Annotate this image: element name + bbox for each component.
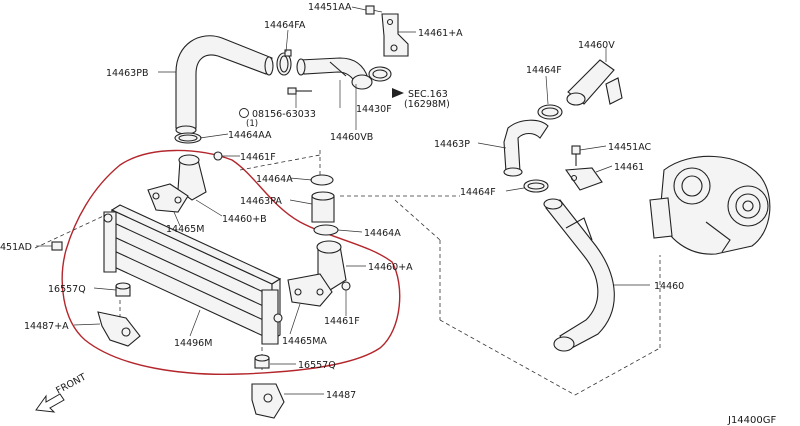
dash-line bbox=[34, 211, 113, 249]
pipe-14460b bbox=[147, 151, 223, 213]
callout-14487: 14487 bbox=[326, 390, 356, 401]
front-label: FRONT bbox=[54, 372, 88, 397]
callout-16298m: (16298M) bbox=[404, 99, 450, 110]
bracket-14487a bbox=[97, 311, 141, 347]
clamp-14464fa bbox=[276, 49, 292, 76]
callout-14464aa: 14464AA bbox=[228, 130, 272, 141]
callout-14487a: 14487+A bbox=[24, 321, 69, 332]
callout-16557q-bottom: 16557Q bbox=[298, 360, 336, 371]
callout-14464a-bottom: 14464A bbox=[364, 228, 401, 239]
bolt-14451ad bbox=[51, 241, 63, 251]
callout-labels: 14451AA 14464FA 14461+A 14463PB SEC.163 … bbox=[0, 2, 684, 401]
callout-14460vb: 14460VB bbox=[330, 132, 373, 143]
callout-14464f-top: 14464F bbox=[526, 65, 562, 76]
callout-14460a: 14460+A bbox=[368, 262, 413, 273]
intercooler-group-highlight bbox=[61, 149, 401, 375]
callout-14465ma: 14465MA bbox=[282, 336, 327, 347]
callout-14461f-bottom: 14461F bbox=[324, 316, 360, 327]
callout-14460v: 14460V bbox=[578, 40, 615, 51]
clamp-14464f-mid bbox=[523, 179, 549, 193]
dash-line bbox=[574, 347, 661, 396]
pipe-14460 bbox=[543, 198, 615, 352]
pipe-14460vb bbox=[296, 57, 392, 90]
callout-14465m: 14465M bbox=[166, 224, 204, 235]
clamp-14464aa bbox=[174, 132, 202, 144]
bolt-symbol-icon bbox=[239, 108, 249, 118]
callout-14430f: 14430F bbox=[356, 104, 392, 115]
pipe-14460v bbox=[566, 59, 623, 106]
drawing-code: J14400GF bbox=[727, 415, 777, 426]
dash-line bbox=[394, 199, 441, 241]
dash-line bbox=[439, 319, 576, 396]
front-indicator: FRONT bbox=[35, 372, 88, 413]
callout-08156: 08156-63033 bbox=[252, 109, 316, 120]
callout-14463p: 14463P bbox=[434, 139, 470, 150]
front-arrow-icon bbox=[35, 393, 65, 413]
pipe-14460a bbox=[287, 240, 351, 307]
bracket-14461 bbox=[564, 167, 603, 191]
mount-16557q-bottom bbox=[254, 354, 270, 369]
callout-14451aa: 14451AA bbox=[308, 2, 352, 13]
callout-14464fa: 14464FA bbox=[264, 20, 306, 31]
callout-14463pa: 14463PA bbox=[240, 196, 282, 207]
turbocharger bbox=[649, 155, 771, 255]
bolt-14461f-top bbox=[103, 213, 113, 223]
callout-14460b: 14460+B bbox=[222, 214, 267, 225]
callout-14464a-top: 14464A bbox=[256, 174, 293, 185]
callout-14451ad: 451AD bbox=[0, 242, 32, 253]
callout-14460: 14460 bbox=[654, 281, 684, 292]
bolt-08156 bbox=[287, 87, 312, 95]
callout-14451ac: 14451AC bbox=[608, 142, 652, 153]
callout-sec163: SEC.163 bbox=[408, 89, 448, 100]
callout-14461f-top: 14461F bbox=[240, 152, 276, 163]
bolt-14451ac bbox=[571, 145, 581, 166]
callout-14463pb: 14463PB bbox=[106, 68, 148, 79]
mount-16557q-left bbox=[115, 282, 131, 297]
bracket-14461a-top bbox=[365, 5, 409, 57]
hose-14463pa bbox=[310, 174, 339, 236]
callout-16557q-left: 16557Q bbox=[48, 284, 86, 295]
callout-14461a-top: 14461+A bbox=[418, 28, 463, 39]
callout-08156-qty: (1) bbox=[246, 119, 258, 129]
bolt-right-core bbox=[273, 313, 283, 323]
callout-14461: 14461 bbox=[614, 162, 644, 173]
callout-14464f-mid: 14464F bbox=[460, 187, 496, 198]
bracket-14487 bbox=[251, 383, 285, 419]
hose-14463p bbox=[503, 119, 549, 177]
leader-lines bbox=[36, 6, 650, 395]
intercooler-14496m bbox=[103, 204, 282, 345]
sec-arrow-icon bbox=[392, 88, 404, 98]
callout-14496m: 14496M bbox=[174, 338, 212, 349]
clamp-14464f-top bbox=[537, 104, 563, 120]
hose-14463pb bbox=[175, 35, 274, 135]
